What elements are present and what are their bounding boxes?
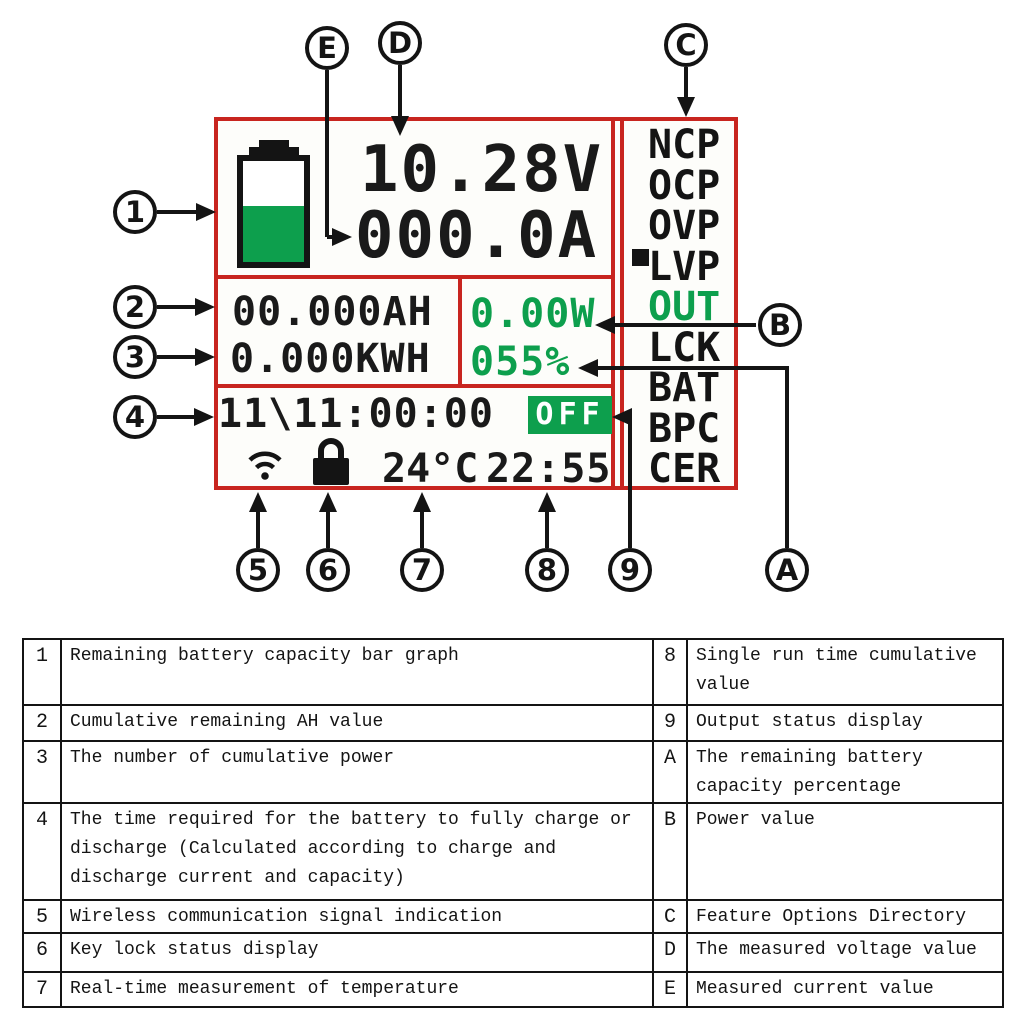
- callout-circle-9: 9: [608, 548, 652, 592]
- legend-key: B: [652, 802, 688, 901]
- callout-circle-C: C: [664, 23, 708, 67]
- table-row: 7 Real-time measurement of temperature E…: [22, 971, 1004, 1008]
- legend-key: 9: [652, 704, 688, 742]
- legend-key: 5: [22, 899, 62, 934]
- callout-circle-5: 5: [236, 548, 280, 592]
- callout-line-7: [413, 492, 431, 548]
- legend-description: Single run time cumulative value: [686, 638, 1004, 706]
- callout-line-4: [157, 408, 214, 426]
- voltage-readout: 10.28V: [360, 133, 604, 207]
- legend-description: Key lock status display: [60, 932, 654, 973]
- legend-key: 1: [22, 638, 62, 706]
- menu-item-lck: LCK: [648, 324, 721, 371]
- callout-circle-8: 8: [525, 548, 569, 592]
- legend-key: 3: [22, 740, 62, 804]
- amp-hours-readout: 00.000AH: [232, 289, 433, 335]
- lock-icon: [313, 438, 349, 485]
- battery-icon-cap: [259, 140, 289, 149]
- battery-percent-readout: 055%: [470, 339, 571, 385]
- current-readout: 000.0A: [355, 199, 599, 273]
- callout-circle-A: A: [765, 548, 809, 592]
- legend-description: The remaining battery capacity percentag…: [686, 740, 1004, 804]
- battery-capacity-icon: [237, 155, 310, 268]
- battery-icon-cap: [249, 147, 299, 156]
- legend-description: The number of cumulative power: [60, 740, 654, 804]
- power-readout: 0.00W: [470, 291, 596, 337]
- menu-selection-marker: [632, 249, 649, 266]
- table-row: 4 The time required for the battery to f…: [22, 802, 1004, 901]
- callout-circle-4: 4: [113, 395, 157, 439]
- feature-options-menu: NCP OCP OVP LVP OUT LCK BAT BPC CER: [648, 125, 740, 490]
- legend-key: 6: [22, 932, 62, 973]
- menu-item-out: OUT: [648, 284, 721, 330]
- charge-time-readout: 11\11:00:00: [218, 391, 494, 437]
- lcd-display-panel: 10.28V 000.0A 00.000AH 0.000KWH 0.00W 05…: [214, 117, 738, 490]
- divider: [458, 275, 462, 388]
- callout-line-C: [677, 67, 695, 117]
- legend-description: Power value: [686, 802, 1004, 901]
- menu-item-bpc: BPC: [648, 405, 721, 452]
- legend-description: Wireless communication signal indication: [60, 899, 654, 934]
- divider: [218, 384, 615, 388]
- callout-circle-7: 7: [400, 548, 444, 592]
- legend-table: 1 Remaining battery capacity bar graph 8…: [22, 638, 1004, 1008]
- temperature-readout: 24°C: [382, 446, 479, 492]
- wifi-icon: [248, 451, 282, 480]
- legend-description: The time required for the battery to ful…: [60, 802, 654, 901]
- callout-circle-2: 2: [113, 285, 157, 329]
- callout-line-1: [157, 203, 216, 221]
- divider: [218, 275, 615, 279]
- legend-key: D: [652, 932, 688, 973]
- legend-description: Remaining battery capacity bar graph: [60, 638, 654, 706]
- legend-description: Output status display: [686, 704, 1004, 742]
- legend-description: Real-time measurement of temperature: [60, 971, 654, 1008]
- callout-circle-E: E: [305, 26, 349, 70]
- callout-circle-B: B: [758, 303, 802, 347]
- callout-circle-3: 3: [113, 335, 157, 379]
- menu-item-ovp: OVP: [648, 203, 721, 249]
- legend-description: Cumulative remaining AH value: [60, 704, 654, 742]
- legend-description: Measured current value: [686, 971, 1004, 1008]
- menu-item-ncp: NCP: [648, 122, 721, 168]
- energy-readout: 0.000KWH: [230, 336, 431, 382]
- callout-line-3: [157, 348, 215, 366]
- table-row: 5 Wireless communication signal indicati…: [22, 899, 1004, 934]
- table-row: 2 Cumulative remaining AH value 9 Output…: [22, 704, 1004, 742]
- divider: [620, 121, 624, 486]
- callout-circle-D: D: [378, 21, 422, 65]
- table-row: 3 The number of cumulative power A The r…: [22, 740, 1004, 804]
- legend-description: The measured voltage value: [686, 932, 1004, 973]
- menu-item-ocp: OCP: [648, 162, 721, 209]
- battery-fill-level: [243, 206, 304, 262]
- menu-item-cer: CER: [648, 446, 721, 492]
- table-row: 6 Key lock status display D The measured…: [22, 932, 1004, 973]
- table-row: 1 Remaining battery capacity bar graph 8…: [22, 638, 1004, 706]
- callout-line-5: [249, 492, 267, 548]
- legend-key: E: [652, 971, 688, 1008]
- legend-key: C: [652, 899, 688, 934]
- menu-item-lvp: LVP: [648, 243, 721, 290]
- clock-readout: 22:55: [486, 446, 612, 492]
- callout-circle-1: 1: [113, 190, 157, 234]
- legend-key: 8: [652, 638, 688, 706]
- legend-description: Feature Options Directory: [686, 899, 1004, 934]
- legend-key: 7: [22, 971, 62, 1008]
- divider: [611, 121, 615, 486]
- callout-line-8: [538, 492, 556, 548]
- callout-circle-6: 6: [306, 548, 350, 592]
- callout-line-6: [319, 492, 337, 548]
- menu-item-bat: BAT: [648, 365, 721, 411]
- legend-key: 4: [22, 802, 62, 901]
- output-status-badge: OFF: [528, 396, 612, 434]
- legend-key: 2: [22, 704, 62, 742]
- legend-key: A: [652, 740, 688, 804]
- callout-line-2: [157, 298, 215, 316]
